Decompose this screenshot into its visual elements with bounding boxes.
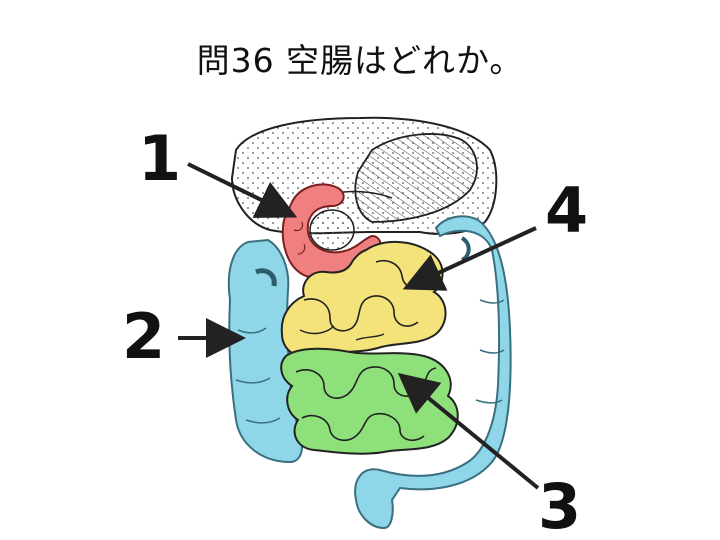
arrow-1 <box>187 162 298 218</box>
label-2: 2 <box>122 300 165 373</box>
question-title: 問36 空腸はどれか。 <box>196 41 524 80</box>
arrow-4 <box>402 226 537 291</box>
label-4: 4 <box>545 174 588 247</box>
label-3: 3 <box>538 470 581 540</box>
arrow-3 <box>397 372 540 490</box>
arrows <box>178 162 540 490</box>
label-1: 1 <box>138 122 181 195</box>
